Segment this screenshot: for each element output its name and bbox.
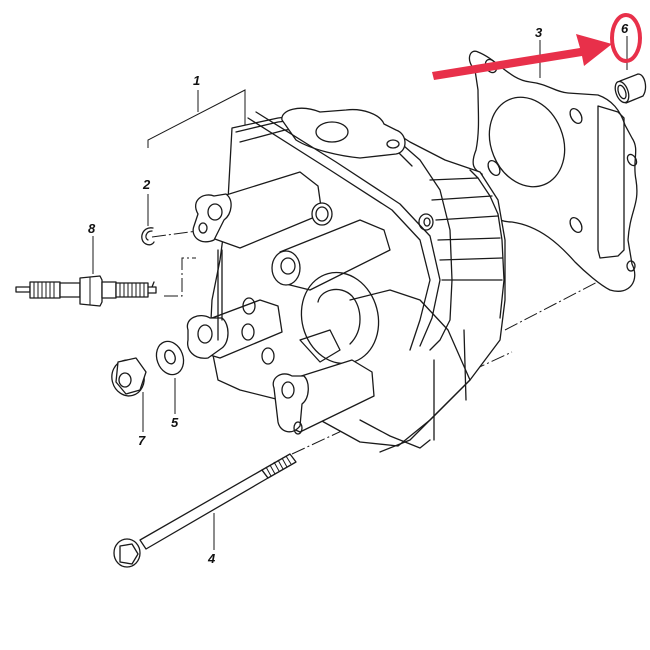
red-circle-highlight [610,13,642,63]
part-4-long-bolt [113,453,297,568]
callout-6: 6 [621,21,629,36]
callout-7: 7 [138,433,146,448]
callout-2: 2 [143,177,151,192]
part-7-flange-nut [111,357,147,397]
callout-8: 8 [88,221,96,236]
callout-5: 5 [171,415,179,430]
callout-3: 3 [535,25,543,40]
annotation-highlight [432,13,642,80]
callout-4: 4 [208,551,216,566]
part-3-head-gasket [468,50,638,292]
part-8-spark-plug [15,275,157,307]
part-2-clip [141,227,155,246]
callout-1: 1 [193,73,201,88]
part-6-dowel-pin [614,73,647,104]
part-1-cylinder-head [186,107,506,453]
part-5-washer [155,340,185,376]
red-arrow-icon [432,34,612,80]
